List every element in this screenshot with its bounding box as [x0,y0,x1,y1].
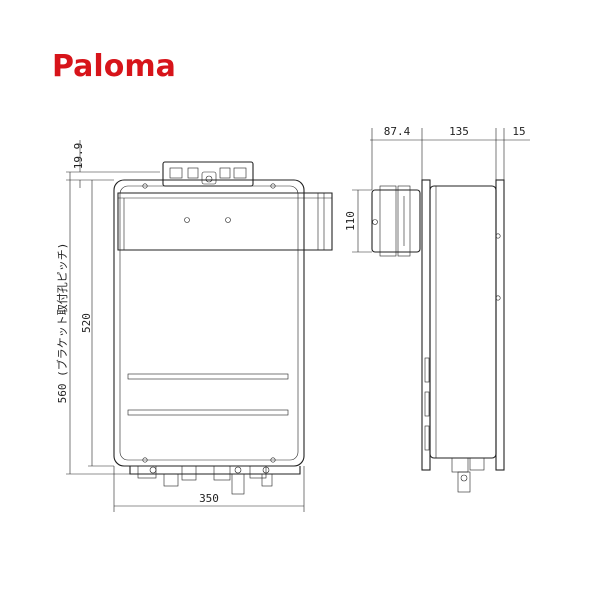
dim-bracket-depth: 15 [512,125,525,138]
side-body [429,185,497,459]
panel-slot-upper [127,373,289,380]
dim-bracket-pitch: 560 (ブラケット取付孔ピッチ) [55,243,69,404]
top-bracket [162,161,254,187]
side-vent [371,185,421,257]
side-bottom-pipes [451,457,485,493]
front-dimensions: 19.9 560 (ブラケット取付孔ピッチ) 520 350 [55,140,305,512]
dim-width: 350 [199,492,219,505]
exhaust-hood [117,192,333,251]
side-view [371,179,505,493]
dim-body-depth: 135 [449,125,469,138]
front-view [113,161,333,495]
dim-top-offset: 19.9 [72,143,85,170]
dim-vent-height: 110 [344,211,357,231]
side-dimensions: 87.4 135 15 110 [344,125,530,253]
wall-bracket [495,179,505,471]
brand-logo: Paloma [52,49,176,84]
dim-body-height: 520 [80,313,93,333]
panel-slot-lower [127,409,289,416]
dim-vent-depth: 87.4 [384,125,411,138]
front-body [113,179,305,467]
bottom-pipes [129,465,301,495]
